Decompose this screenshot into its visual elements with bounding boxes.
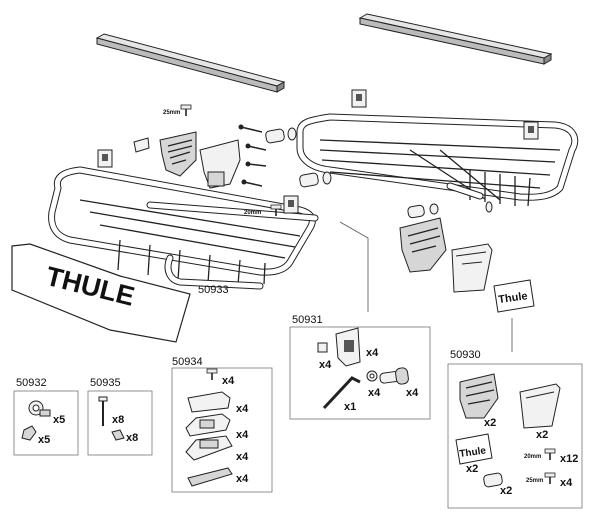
qty-plate: x4 — [236, 451, 249, 463]
callout-50933: 50933 — [198, 284, 229, 296]
qty-clamp: x5 — [53, 414, 65, 426]
qty-washer: x4 — [368, 387, 381, 399]
leader-line — [339, 221, 369, 312]
callout-50931: 50931 — [292, 314, 323, 326]
screw-size-label: 20mm — [244, 210, 261, 216]
qty-bolt: x4 — [406, 387, 419, 399]
kit-50934-parts: x4 x4 x4 x4 x4 — [185, 368, 249, 487]
thule-sign: Thule — [493, 279, 535, 313]
sign-text: Thule — [498, 290, 529, 306]
qty-strap: x4 — [236, 473, 249, 485]
qty-bracket: x4 — [366, 347, 379, 359]
basket-rear-half — [296, 113, 579, 207]
callout-50934: 50934 — [172, 356, 203, 368]
mount-bracket-top — [97, 89, 539, 214]
qty-cap: x4 — [236, 403, 249, 415]
kit-50935-parts: x8 x8 — [98, 396, 138, 444]
screw-25mm-top: 25mm — [163, 104, 192, 117]
screw-size-label: 20mm — [524, 454, 541, 460]
kit-50930-parts: x2 x2 Thule x2 20mm x12 x2 25mm x4 — [455, 373, 578, 497]
qty-key: x1 — [344, 401, 356, 413]
screw-size-label: 25mm — [526, 478, 543, 484]
qty-cap: x2 — [500, 485, 512, 497]
callout-50932: 50932 — [16, 377, 47, 389]
load-bar-left — [95, 33, 286, 93]
qty-screw: x4 — [222, 375, 235, 387]
qty-sign: x2 — [466, 463, 478, 475]
callout-50935: 50935 — [90, 377, 121, 389]
kit-box-50932 — [13, 390, 79, 456]
clamp-assembly — [133, 124, 267, 189]
screw-20mm-mid: 20mm — [244, 204, 282, 217]
kit-box-50935 — [87, 390, 153, 456]
qty-nut: x5 — [38, 434, 50, 446]
end-cap-right — [399, 217, 493, 293]
sign-text-small: Thule — [459, 445, 487, 460]
qty-end-b: x2 — [536, 429, 548, 441]
qty-base: x4 — [236, 429, 249, 441]
load-bar-right — [358, 13, 553, 65]
kit-box-50931 — [289, 326, 431, 420]
qty-bolt: x8 — [112, 414, 124, 426]
connector-tubes — [265, 127, 493, 219]
qty-end-a: x2 — [484, 417, 496, 429]
qty-screw-20: x12 — [560, 453, 578, 465]
kit-50931-parts: x4 x4 x4 x4 x1 — [317, 327, 419, 413]
qty-block: x8 — [126, 432, 138, 444]
basket-front-half — [48, 166, 319, 290]
kit-50932-parts: x5 x5 — [21, 400, 65, 446]
qty-clip: x4 — [319, 359, 332, 371]
callout-50930: 50930 — [450, 349, 481, 361]
qty-screw-25: x4 — [560, 477, 573, 489]
screw-size-label: 25mm — [163, 110, 180, 116]
